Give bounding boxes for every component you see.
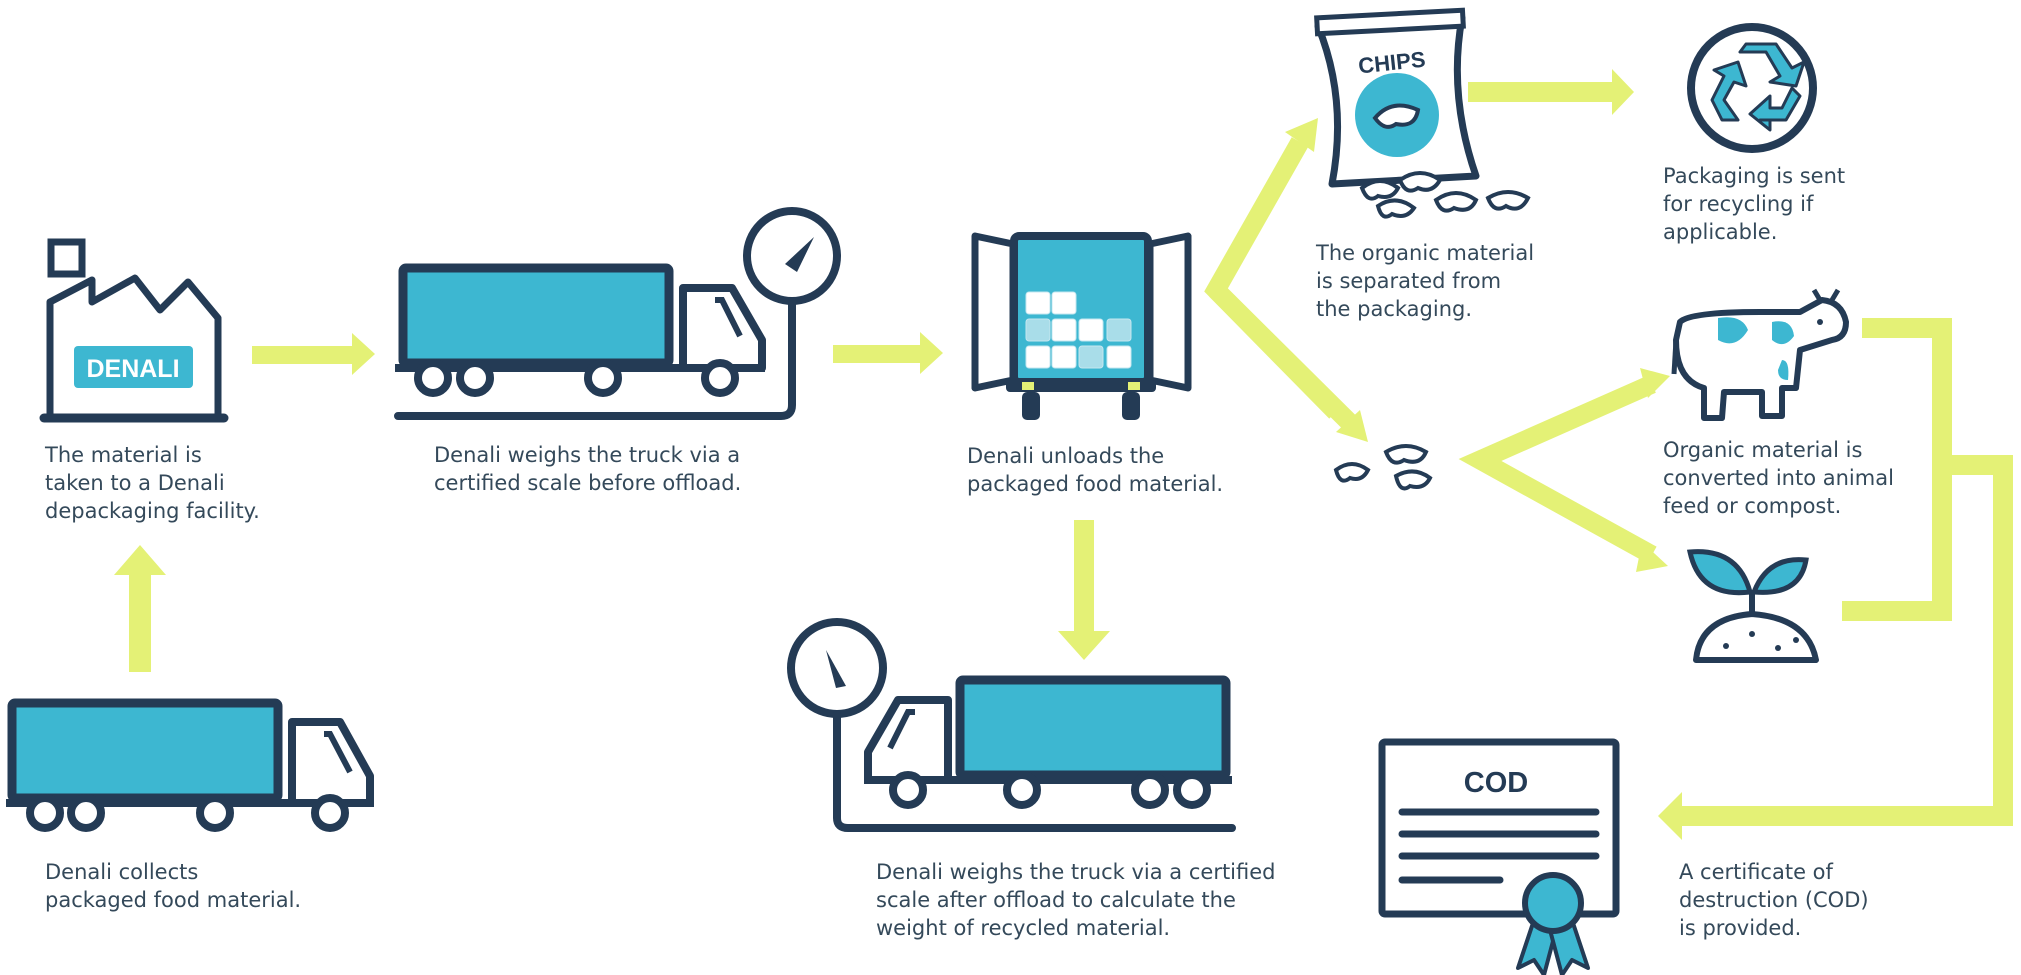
- scale-gauge-icon: [394, 207, 841, 420]
- boxes-icon: [1025, 291, 1132, 369]
- truck-icon: [864, 675, 1232, 809]
- arrow-unload-to-weigh-after: [1058, 520, 1110, 660]
- recycle-icon: [1687, 23, 1817, 153]
- certificate-title-text: COD: [1464, 767, 1528, 799]
- factory-logo-text: DENALI: [86, 355, 179, 383]
- step-facility-caption: The material is taken to a Denali depack…: [45, 443, 260, 523]
- arrow-facility-to-scale: [252, 333, 375, 375]
- chips-pieces-icon: [1333, 444, 1433, 491]
- step-weigh-before-caption: Denali weighs the truck via a certified …: [434, 443, 742, 495]
- cow-icon: [1671, 288, 1849, 421]
- chips-bag-icon: CHIPS: [1314, 7, 1531, 219]
- scale-gauge-icon: [787, 618, 1236, 832]
- step-certificate-caption: A certificate of destruction (COD) is pr…: [1679, 860, 1869, 940]
- arrow-scale-to-unload: [833, 332, 943, 374]
- step-unload-caption: Denali unloads the packaged food materia…: [967, 444, 1224, 496]
- bracket-convert-to-certificate: [1658, 318, 2013, 840]
- plant-icon: [1686, 549, 1819, 663]
- arrow-bag-to-recycle: [1468, 69, 1634, 115]
- certificate-icon: COD: [1378, 738, 1620, 975]
- step-collect-caption: Denali collects packaged food material.: [45, 860, 302, 912]
- arrow-up-to-facility: [114, 545, 166, 672]
- arrow-branch-to-chips: [1209, 283, 1359, 432]
- arrow-fork-to-cow: [1458, 375, 1657, 564]
- step-separate-caption: The organic material is separated from t…: [1316, 241, 1535, 321]
- step-weigh-after-caption: Denali weighs the truck via a certified …: [876, 860, 1276, 940]
- factory-icon: DENALI: [39, 238, 229, 423]
- open-truck-icon: [971, 232, 1192, 420]
- truck-icon: [395, 263, 766, 397]
- step-convert-caption: Organic material is converted into anima…: [1663, 438, 1894, 518]
- step-recycle-caption: Packaging is sent for recycling if appli…: [1663, 164, 1846, 244]
- truck-icon: [6, 698, 374, 832]
- ribbon-icon: [1516, 872, 1590, 975]
